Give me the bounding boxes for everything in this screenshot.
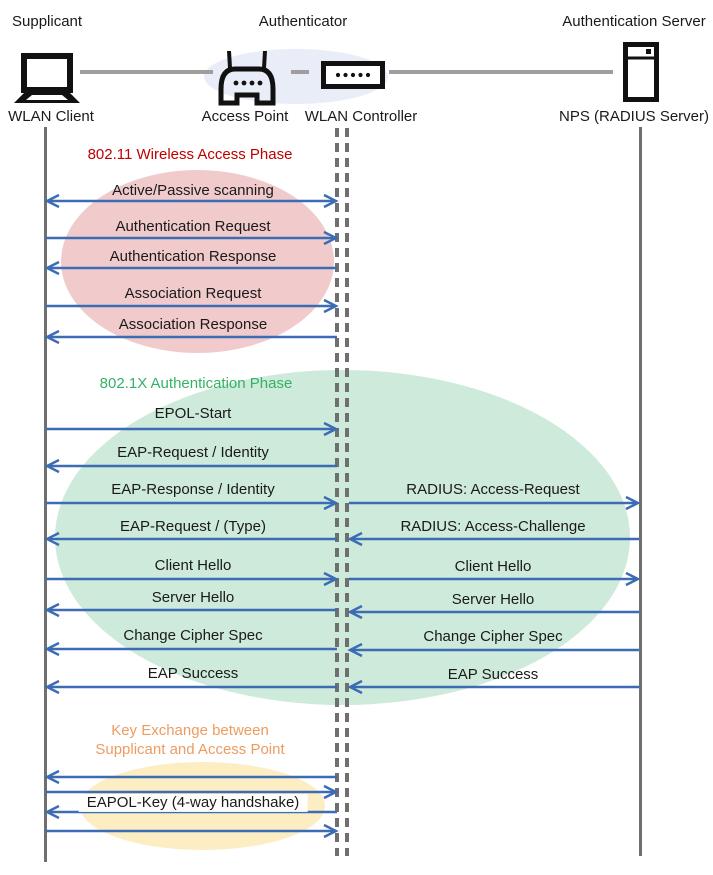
role-supplicant-label: Supplicant [12, 13, 83, 30]
message-label: EAP Success [147, 665, 239, 682]
lifeline-wlan-client [44, 127, 47, 862]
message-label: Authentication Response [109, 248, 277, 265]
message-arrow [349, 571, 641, 587]
message-arrow [44, 329, 337, 345]
message-label: Active/Passive scanning [112, 182, 274, 199]
message-arrow [46, 571, 339, 587]
message-label: EAP-Request / (Type) [120, 518, 266, 535]
message-arrow [44, 602, 337, 618]
message-arrow [347, 604, 639, 620]
message-label: Authentication Request [115, 218, 271, 235]
phase-title-authentication: 802.1X Authentication Phase [99, 375, 293, 392]
message-arrow [349, 495, 641, 511]
message-arrow [347, 679, 639, 695]
device-access-point-label: Access Point [201, 108, 289, 125]
message-label: Server Hello [451, 591, 535, 608]
message-arrow [46, 298, 339, 314]
lifeline-radius-server [639, 127, 642, 856]
message-arrow [46, 495, 339, 511]
message-arrow [44, 531, 337, 547]
lifeline-wlan-controller-right [345, 128, 349, 856]
message-arrow [46, 421, 339, 437]
message-arrow [44, 260, 337, 276]
message-label: Change Cipher Spec [423, 628, 563, 645]
message-label: Change Cipher Spec [123, 627, 263, 644]
server-icon [623, 42, 659, 102]
message-label: Client Hello [454, 558, 532, 575]
role-authenticator-label: Authenticator [258, 13, 348, 30]
wlan-controller-icon [321, 61, 385, 89]
device-nps-radius-server-label: NPS (RADIUS Server) [558, 108, 710, 125]
laptop-icon [14, 53, 80, 103]
message-label: RADIUS: Access-Challenge [400, 518, 586, 535]
connector-line [291, 70, 309, 74]
role-authentication-server-label: Authentication Server [562, 13, 706, 30]
message-label: RADIUS: Access-Request [406, 481, 580, 498]
message-label: Association Response [118, 316, 268, 333]
message-label: EAP-Request / Identity [117, 444, 269, 461]
message-arrow [44, 641, 337, 657]
access-point-icon [218, 51, 276, 106]
phase-title-key-exchange-line2: Supplicant and Access Point [95, 741, 285, 758]
message-label: EAPOL-Key (4-way handshake) [78, 794, 308, 812]
message-arrow [46, 784, 339, 800]
message-label: Client Hello [154, 557, 232, 574]
message-arrow [44, 458, 337, 474]
message-label: Association Request [124, 285, 262, 302]
message-label: EPOL-Start [154, 405, 232, 422]
connector-line [389, 70, 613, 74]
message-arrow [347, 642, 639, 658]
message-arrow [46, 230, 339, 246]
message-label: Server Hello [151, 589, 235, 606]
message-label: EAP Success [447, 666, 539, 683]
message-arrow [46, 823, 339, 839]
phase-title-key-exchange-line1: Key Exchange between [111, 722, 269, 739]
device-wlan-client-label: WLAN Client [8, 108, 94, 125]
message-arrow [44, 769, 337, 785]
lifeline-wlan-controller-left [335, 128, 339, 856]
message-arrow [44, 679, 337, 695]
phase-title-wireless-access: 802.11 Wireless Access Phase [87, 146, 293, 163]
connector-line [80, 70, 213, 74]
device-wlan-controller-label: WLAN Controller [304, 108, 418, 125]
message-arrow [44, 193, 339, 209]
message-arrow [347, 531, 639, 547]
message-label: EAP-Response / Identity [111, 481, 275, 498]
message-arrow [44, 804, 337, 820]
